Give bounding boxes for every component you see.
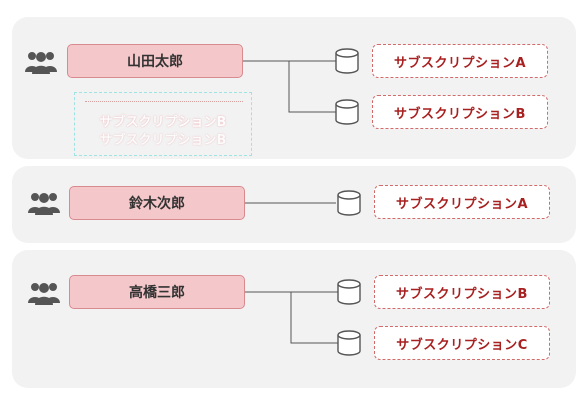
user-box-suzuki[interactable]: 鈴木次郎 [69,186,245,220]
database-icon [337,190,361,216]
subscription-box[interactable]: サブスクリプションB [374,275,550,309]
subscription-box[interactable]: サブスクリプションB [372,95,548,129]
database-icon [335,48,359,74]
user-box-takahashi[interactable]: 高橋三郎 [69,275,245,309]
database-icon [337,330,361,356]
ghost-label: サブスクリプションB [99,115,227,130]
subscription-box[interactable]: サブスクリプションA [372,44,548,78]
users-group-icon [28,283,60,305]
database-icon [337,279,361,305]
users-group-icon [25,52,57,74]
connector-line [288,61,336,113]
connector-line [290,292,338,344]
group-panel-3 [12,250,576,388]
subscription-box[interactable]: サブスクリプションC [374,326,550,360]
users-group-icon [28,193,60,215]
subscription-box[interactable]: サブスクリプションA [374,185,550,219]
database-icon [335,99,359,125]
drag-ghost: サブスクリプションB サブスクリプションB [74,92,252,156]
group-panel-1 [12,17,576,159]
user-box-yamada[interactable]: 山田太郎 [67,44,243,78]
ghost-outline [85,101,243,124]
ghost-label-echo: サブスクリプションB [99,133,227,148]
